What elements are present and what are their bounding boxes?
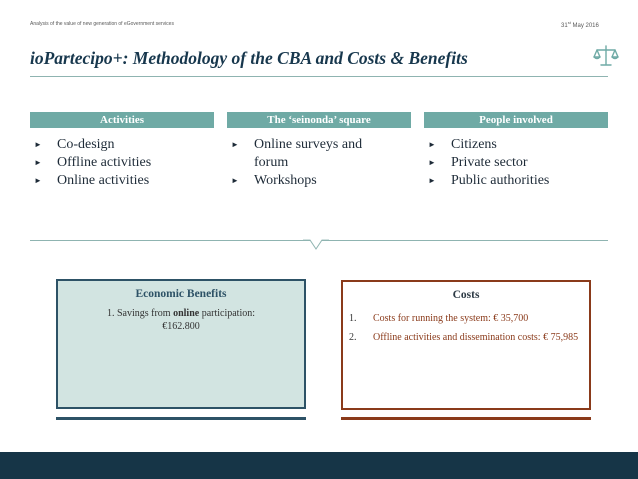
footer-bar bbox=[0, 452, 638, 479]
column-heading-square: The ‘seinonda’ square bbox=[227, 112, 411, 128]
presentation-subtitle: Analysis of the value of new generation … bbox=[30, 21, 174, 27]
bullet-arrow-icon: ► bbox=[231, 176, 239, 185]
list-item: ►Online activities bbox=[34, 173, 150, 188]
economic-benefits-box: Economic Benefits 1. Savings from online… bbox=[56, 279, 306, 409]
economic-benefits-title: Economic Benefits bbox=[135, 288, 227, 300]
activities-list: ►Co-design ►Offline activities ►Online a… bbox=[30, 136, 214, 190]
list-item: 2.Offline activities and dissemination c… bbox=[349, 332, 579, 343]
bullet-arrow-icon: ► bbox=[231, 140, 239, 149]
bullet-arrow-icon: ► bbox=[428, 176, 436, 185]
costs-box: Costs 1.Costs for running the system: € … bbox=[341, 280, 591, 410]
column-heading-activities: Activities bbox=[30, 112, 214, 128]
bullet-arrow-icon: ► bbox=[34, 158, 42, 167]
column-heading-people: People involved bbox=[424, 112, 608, 128]
costs-underline bbox=[341, 417, 591, 420]
bullet-arrow-icon: ► bbox=[428, 140, 436, 149]
list-item: ►Workshops bbox=[231, 173, 317, 188]
costs-list: 1.Costs for running the system: € 35,700… bbox=[349, 312, 583, 350]
scales-of-justice-icon bbox=[593, 45, 619, 66]
list-item: ►Citizens bbox=[428, 137, 497, 152]
bullet-arrow-icon: ► bbox=[34, 176, 42, 185]
list-item: ►Offline activities bbox=[34, 155, 152, 170]
list-item: ►Co-design bbox=[34, 137, 115, 152]
economic-benefits-text: 1. Savings from online participation: €1… bbox=[106, 308, 256, 332]
list-item: 1.Costs for running the system: € 35,700 bbox=[349, 313, 529, 324]
list-item: ►Private sector bbox=[428, 155, 528, 170]
presentation-date: 31st May 2016 bbox=[561, 20, 599, 29]
slide-title: ioPartecipo+: Methodology of the CBA and… bbox=[30, 48, 468, 68]
callout-pointer-icon bbox=[303, 233, 329, 250]
benefits-underline bbox=[56, 417, 306, 420]
people-list: ►Citizens ►Private sector ►Public author… bbox=[424, 136, 554, 190]
savings-amount: €162.800 bbox=[162, 321, 200, 332]
list-item: ►Online surveys and forum bbox=[231, 137, 363, 170]
square-list: ►Online surveys and forum ►Workshops bbox=[227, 136, 377, 190]
bullet-arrow-icon: ► bbox=[428, 158, 436, 167]
title-underline bbox=[30, 76, 608, 77]
costs-title: Costs bbox=[452, 289, 480, 301]
list-item: ►Public authorities bbox=[428, 173, 550, 188]
bullet-arrow-icon: ► bbox=[34, 140, 42, 149]
